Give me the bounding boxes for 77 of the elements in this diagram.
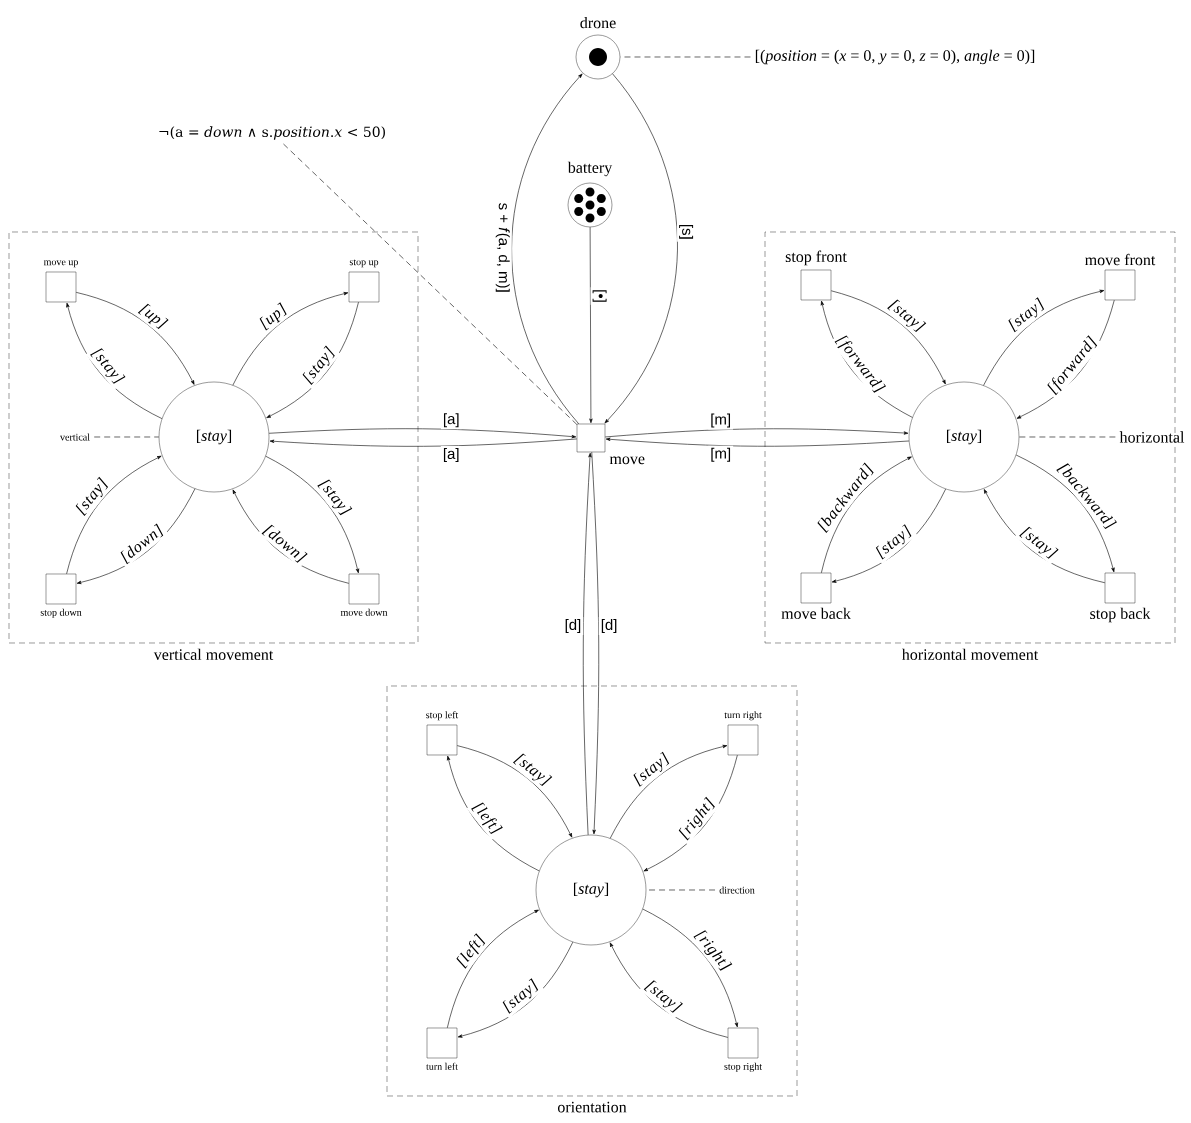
arrow: [821, 456, 912, 574]
edge-label: [a]: [440, 411, 462, 430]
node-label: stop down: [40, 608, 82, 618]
transition-box: stop left: [426, 711, 459, 756]
transition-box: stop down: [40, 573, 82, 618]
edge-label: [d]: [562, 617, 584, 635]
arrow: [589, 226, 593, 424]
node-label: move back: [781, 607, 851, 619]
node-label: stop front: [785, 250, 847, 266]
arrow: [604, 428, 909, 438]
transition-box: stop back: [1090, 572, 1151, 623]
transition-box: turn left: [426, 1027, 458, 1070]
node-label: move: [609, 456, 645, 465]
edge-label: [m]: [708, 411, 734, 430]
arrow: [447, 755, 540, 872]
node-label: move front: [1085, 253, 1156, 266]
arrow: [983, 489, 1106, 584]
node-label: horizontal movement: [901, 648, 1039, 660]
arrow: [609, 744, 728, 839]
arrow: [268, 428, 577, 439]
arrow: [591, 451, 600, 835]
arrow: [831, 488, 946, 583]
leader-line: [283, 143, 578, 425]
edge-label: [a]: [440, 446, 462, 464]
arrow: [583, 452, 592, 836]
edge-label: [s]: [677, 221, 696, 242]
edge-label: [d]: [598, 617, 620, 635]
transition-box: turn right: [724, 711, 762, 756]
arrow: [609, 942, 729, 1038]
arrow: [269, 438, 578, 447]
transition-box: move up: [43, 260, 78, 303]
node-label: stop up: [349, 259, 379, 268]
arrow: [266, 301, 359, 418]
node-label: move down: [340, 608, 388, 616]
arrow: [457, 941, 574, 1038]
arrow: [76, 488, 196, 584]
place-name: direction: [719, 886, 755, 894]
arrow: [232, 489, 350, 584]
node-label: stop left: [426, 711, 459, 721]
place-name: vertical: [60, 433, 90, 441]
node-label: vertical movement: [153, 648, 274, 660]
transition-box: move front: [1085, 253, 1156, 301]
transition-box: move down: [340, 573, 388, 616]
leader-line: [619, 56, 751, 58]
guard-text: ¬(a = down ∧ s.position.x < 50): [159, 126, 385, 140]
edge-label: [up]: [133, 298, 172, 335]
arrow: [604, 73, 678, 424]
leader-line: [93, 436, 160, 438]
arrow: [643, 754, 738, 872]
node-label: stop right: [724, 1062, 762, 1072]
arrow: [66, 302, 163, 419]
arrow: [232, 292, 349, 386]
node-label: turn left: [426, 1062, 458, 1070]
arrow: [605, 437, 910, 447]
node-label: stop back: [1090, 607, 1151, 623]
arrow: [456, 745, 573, 838]
arrow: [1015, 454, 1115, 573]
transition-box: stop front: [785, 250, 847, 301]
leader-line: [1018, 436, 1116, 438]
arrow: [447, 909, 539, 1029]
marking-text: [(position = (x = 0, y = 0, z = 0), angle = 0)]: [755, 49, 1035, 65]
node-label: orientation: [557, 1101, 627, 1113]
transition-box: move back: [781, 572, 851, 619]
arrow: [511, 73, 583, 425]
arrow: [642, 908, 738, 1028]
node-label: move up: [43, 260, 78, 268]
arrow: [983, 289, 1105, 386]
transition-box: stop up: [348, 259, 380, 303]
transition-box: move: [576, 423, 645, 465]
arrow: [75, 292, 195, 385]
node-label: turn right: [724, 711, 762, 721]
arrow: [265, 455, 360, 574]
arrow: [66, 455, 162, 575]
arrow: [830, 290, 946, 385]
transition-box: stop right: [724, 1027, 762, 1072]
place-name: horizontal: [1119, 431, 1185, 443]
edge-label: s + f(a, d, m)]: [493, 200, 512, 295]
